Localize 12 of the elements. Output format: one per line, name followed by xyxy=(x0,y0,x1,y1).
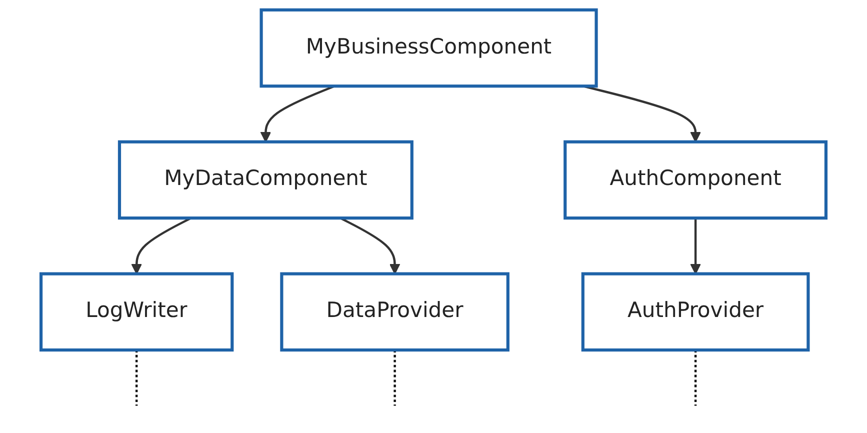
connector xyxy=(135,350,138,406)
node-box: DataProvider xyxy=(280,272,510,352)
arrow xyxy=(690,218,701,274)
node-box: LogWriter xyxy=(39,272,234,352)
node-box: MyDataComponent xyxy=(118,140,414,220)
arrow xyxy=(131,217,192,274)
connector xyxy=(694,350,697,406)
node-box: AuthComponent xyxy=(564,140,828,220)
arrow xyxy=(340,217,400,274)
node-box: MyBusinessComponent xyxy=(260,8,598,88)
node-box: AuthProvider xyxy=(581,272,810,352)
connector xyxy=(394,350,396,406)
